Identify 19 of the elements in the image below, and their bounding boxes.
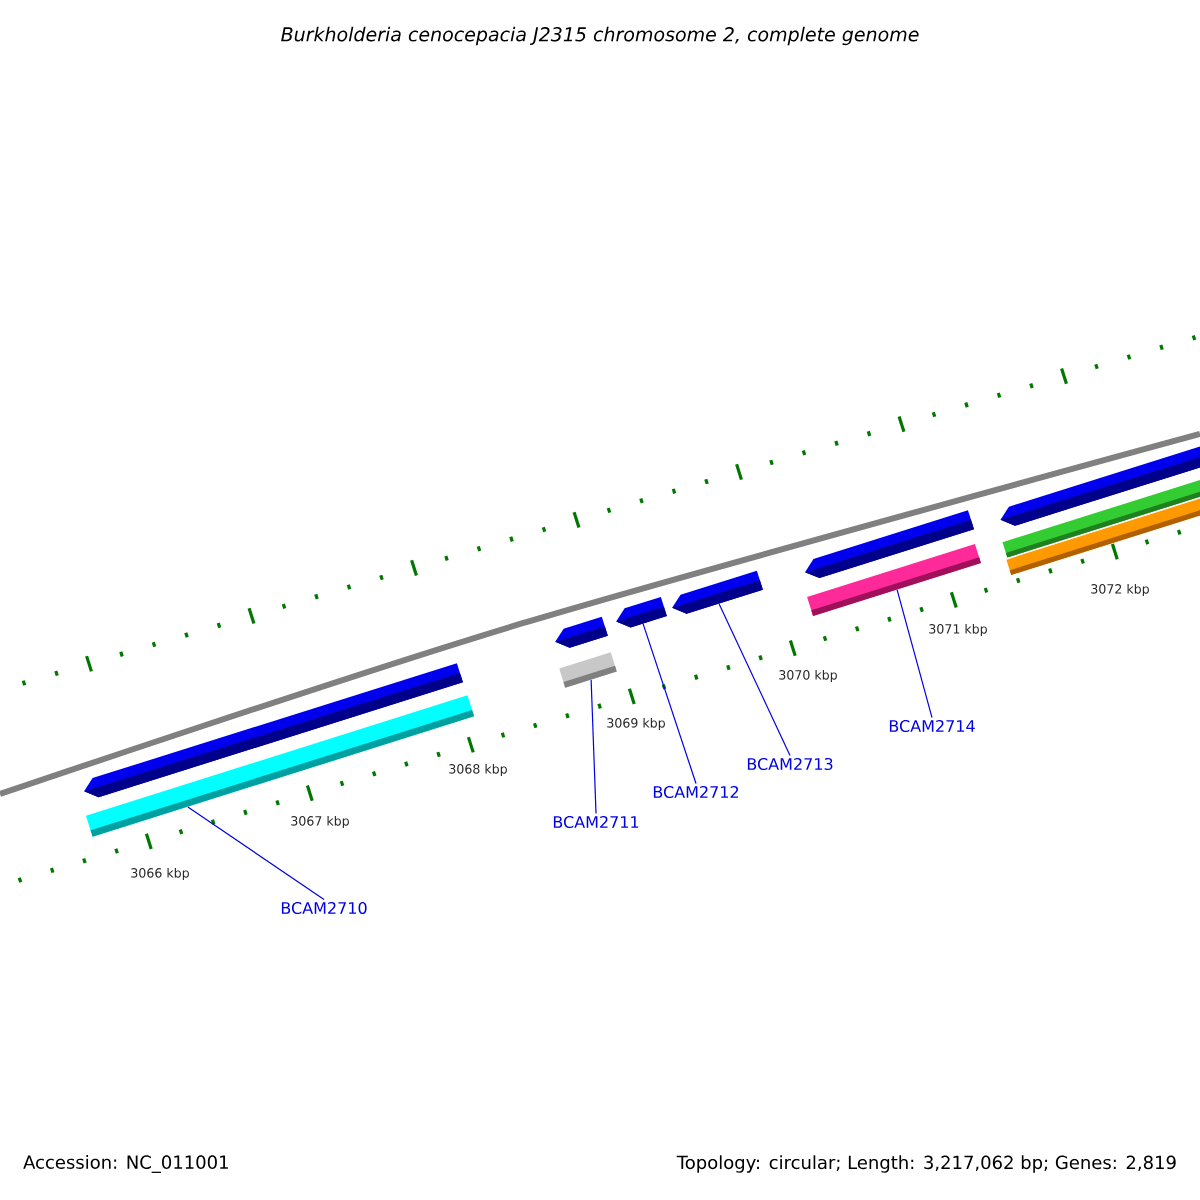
title: Burkholderia cenocepacia J2315 chromosome 2, complete genome bbox=[281, 26, 919, 46]
gene-feature bbox=[1006, 497, 1200, 575]
genome-info-text: Topology: circular; Length: 3,217,062 bp; Genes: 2,819 bbox=[676, 1155, 1176, 1173]
gene-feature bbox=[672, 570, 763, 614]
accession-text: Accession: NC_011001 bbox=[23, 1155, 228, 1173]
leader-line bbox=[642, 623, 697, 785]
leader-line bbox=[718, 603, 791, 757]
gene-label: BCAM2711 bbox=[553, 815, 639, 829]
gene-feature bbox=[559, 652, 617, 688]
gene-label: BCAM2713 bbox=[747, 757, 833, 771]
leader-line bbox=[896, 589, 933, 719]
gene-label: BCAM2712 bbox=[653, 785, 739, 799]
gene-feature bbox=[555, 616, 608, 648]
gene-feature bbox=[616, 596, 667, 628]
gene-label: BCAM2710 bbox=[281, 901, 367, 915]
leader-line bbox=[590, 679, 597, 815]
gene-feature bbox=[807, 544, 981, 616]
leader-line bbox=[187, 806, 325, 901]
gene-label: BCAM2714 bbox=[889, 719, 975, 733]
